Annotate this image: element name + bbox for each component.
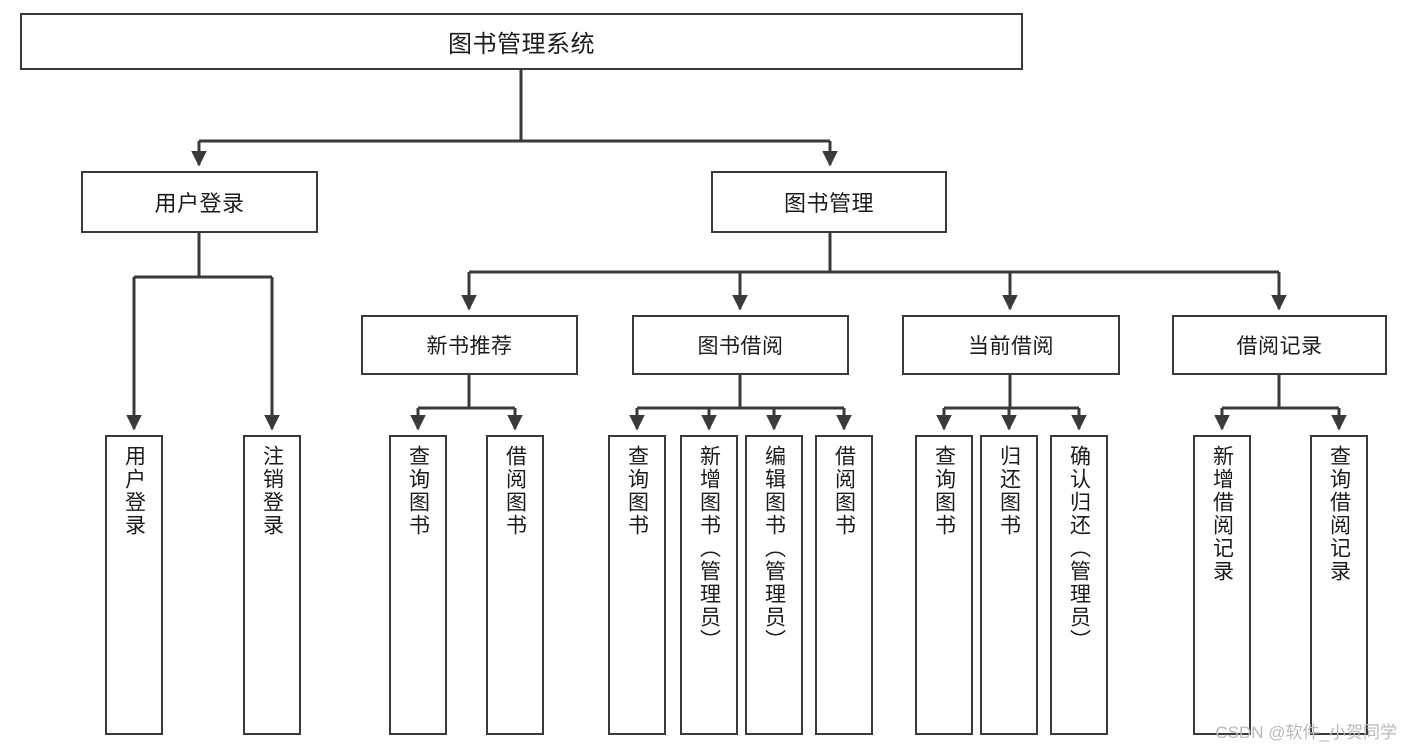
node-label: 借阅图书	[503, 445, 527, 537]
leaf-edit-book-admin[interactable]: 编辑图书（管理员）	[745, 435, 803, 735]
node-label: 借阅记录	[1236, 335, 1323, 358]
node-label: 新书推荐	[426, 335, 513, 358]
node-label: 确认归还（管理员）	[1067, 445, 1091, 652]
node-label: 用户登录	[122, 445, 146, 537]
node-label: 新增借阅记录	[1210, 445, 1234, 583]
node-book-management[interactable]: 图书管理	[711, 171, 947, 233]
node-label: 图书管理系统	[448, 31, 595, 58]
node-book-borrow[interactable]: 图书借阅	[632, 315, 849, 375]
node-label: 图书管理	[783, 191, 874, 216]
leaf-user-login[interactable]: 用户登录	[105, 435, 163, 735]
leaf-query-borrow-record[interactable]: 查询借阅记录	[1310, 435, 1368, 735]
leaf-return-book[interactable]: 归还图书	[980, 435, 1038, 735]
node-current-borrow[interactable]: 当前借阅	[902, 315, 1120, 375]
node-borrow-record[interactable]: 借阅记录	[1172, 315, 1387, 375]
leaf-confirm-return-admin[interactable]: 确认归还（管理员）	[1050, 435, 1108, 735]
node-root-system[interactable]: 图书管理系统	[20, 13, 1023, 70]
node-label: 当前借阅	[968, 335, 1054, 358]
node-label: 用户登录	[154, 191, 245, 216]
leaf-borrow-book-newbook[interactable]: 借阅图书	[486, 435, 544, 735]
leaf-query-book-newbook[interactable]: 查询图书	[389, 435, 447, 735]
node-label: 查询借阅记录	[1327, 445, 1351, 583]
node-label: 注销登录	[260, 445, 284, 537]
node-label: 借阅图书	[832, 445, 856, 537]
leaf-query-book-current[interactable]: 查询图书	[915, 435, 973, 735]
node-label: 新增图书（管理员）	[697, 445, 721, 652]
leaf-logout[interactable]: 注销登录	[243, 435, 301, 735]
node-label: 查询图书	[625, 445, 649, 537]
leaf-add-borrow-record[interactable]: 新增借阅记录	[1193, 435, 1251, 735]
node-user-login[interactable]: 用户登录	[81, 171, 318, 233]
node-label: 归还图书	[997, 445, 1021, 537]
node-new-book-recommend[interactable]: 新书推荐	[361, 315, 578, 375]
leaf-borrow-book[interactable]: 借阅图书	[815, 435, 873, 735]
node-label: 查询图书	[406, 445, 430, 537]
node-label: 编辑图书（管理员）	[762, 445, 786, 652]
leaf-add-book-admin[interactable]: 新增图书（管理员）	[680, 435, 738, 735]
node-label: 图书借阅	[697, 335, 784, 358]
leaf-query-book-borrow[interactable]: 查询图书	[608, 435, 666, 735]
node-label: 查询图书	[932, 445, 956, 537]
